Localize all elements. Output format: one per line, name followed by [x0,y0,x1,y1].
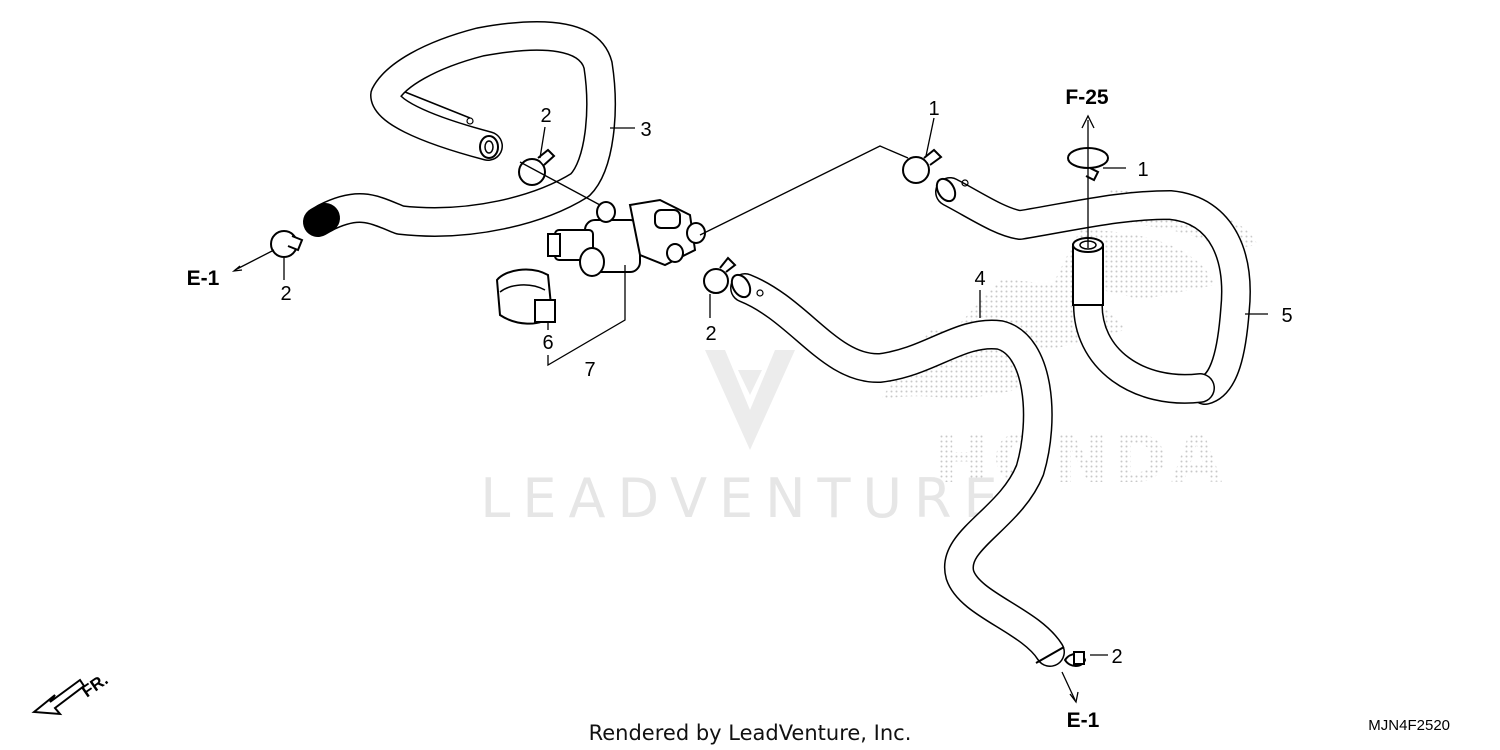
leader-lines [231,114,1268,704]
front-direction-label: FR. [78,670,111,701]
hose-5-vertical-stub [1072,244,1104,306]
leadventure-logo-mark [705,350,795,450]
callouts: 2 3 2 6 7 2 1 1 4 5 2 [280,98,1292,668]
hose-clamp-2-bottom [1063,651,1087,667]
render-credit: Rendered by LeadVenture, Inc. [589,721,912,745]
callout-1-upper: 1 [928,98,939,120]
honda-watermark-text: HONDA [934,421,1226,498]
hose-clamp-1-upper [902,148,943,184]
callout-1-right: 1 [1137,159,1148,181]
air-injection-control-valve [547,198,706,277]
hose-clamp-2-left [270,230,304,258]
ref-e1-bottom[interactable]: E-1 [1067,709,1100,732]
callout-2-upper: 2 [540,105,551,127]
ref-e1-left[interactable]: E-1 [187,267,220,290]
hose-3 [310,20,616,237]
callout-4: 4 [974,268,985,290]
callout-2-mid: 2 [705,323,716,345]
callout-6: 6 [542,332,553,354]
callout-5: 5 [1281,305,1292,327]
hose-3-left-end [303,203,340,237]
callout-2-bottom: 2 [1111,646,1122,668]
hose-clamp-2-mid [703,256,737,294]
valve-clamp-band [495,268,556,325]
hose-clamp-2-upper [518,148,556,186]
hose-4 [730,273,1065,667]
leadventure-watermark: LEADVENTURE [480,350,1009,530]
hose-5 [935,177,1251,405]
front-direction-icon: FR. [31,670,112,716]
leadventure-watermark-text: LEADVENTURE [480,467,1009,530]
ref-f25[interactable]: F-25 [1065,86,1109,109]
callout-3: 3 [640,119,651,141]
diagram-code: MJN4F2520 [1368,717,1450,734]
callout-2-left: 2 [280,283,291,305]
callout-7: 7 [584,359,595,381]
